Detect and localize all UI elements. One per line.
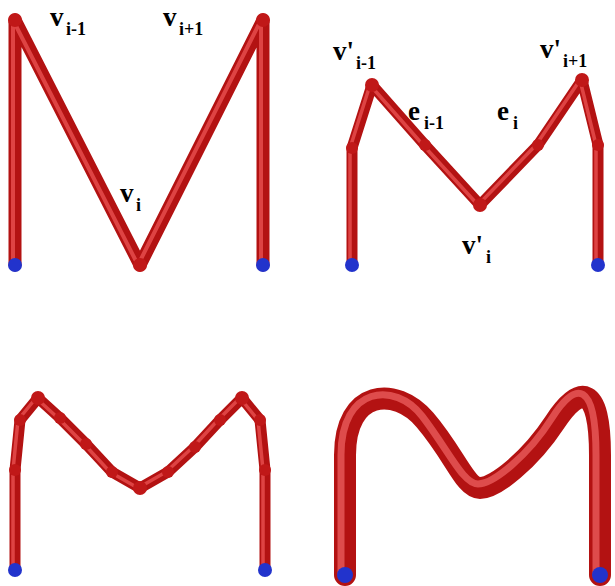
vertex-dots xyxy=(8,13,604,495)
vertex-label: e xyxy=(497,98,509,125)
vertex-label: e xyxy=(408,98,420,125)
vertex-label: v' xyxy=(540,36,561,63)
index-subscript: i-1 xyxy=(356,54,376,72)
index-subscript: i+1 xyxy=(563,52,587,70)
tube-highlight xyxy=(13,398,263,570)
tube-highlight xyxy=(341,393,596,575)
subdivided-polygon xyxy=(15,398,265,570)
index-subscript: i xyxy=(136,196,141,214)
tube-highlight xyxy=(350,80,596,265)
vertex-label: v xyxy=(50,4,64,31)
vertex-label: v xyxy=(163,4,177,31)
vertex-label: v xyxy=(120,180,134,207)
index-subscript: i-1 xyxy=(66,20,86,38)
index-subscript: i-1 xyxy=(424,114,444,132)
vertex-label: v' xyxy=(333,38,354,65)
index-subscript: i xyxy=(513,114,518,132)
vertex-label: v' xyxy=(462,232,483,259)
index-subscript: i xyxy=(486,248,491,266)
end-points xyxy=(8,258,608,583)
tube-highlight xyxy=(13,20,261,265)
index-subscript: i+1 xyxy=(179,20,203,38)
control-polygon xyxy=(15,20,263,265)
